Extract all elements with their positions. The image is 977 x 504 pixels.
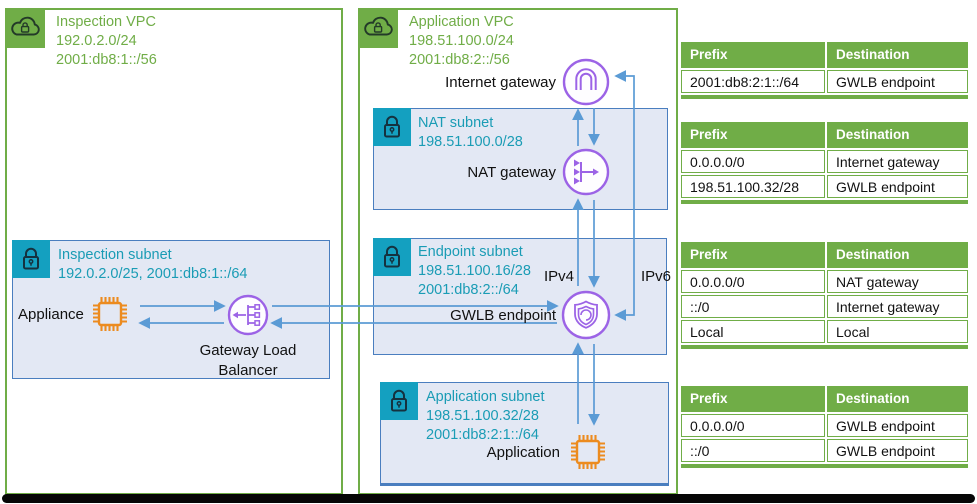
application-chip-icon [566,430,610,479]
destination-header: Destination [827,122,968,148]
destination-header: Destination [827,386,968,412]
endpoint-subnet-label: Endpoint subnet 198.51.100.16/28 2001:db… [418,243,531,300]
route-table-row: 0.0.0.0/0 GWLB endpoint [681,414,968,437]
application-subnet-label: Application subnet 198.51.100.32/28 2001… [426,388,545,445]
gwlb-endpoint-label: GWLB endpoint [450,307,556,324]
route-table-row: Local Local [681,320,968,343]
route-destination-cell: Local [827,320,968,343]
route-table-endpoint-subnet: Prefix Destination 2001:db8:2:1::/64 GWL… [681,42,968,99]
inspection-subnet-title: Inspection subnet [58,247,172,263]
inspection-subnet-label: Inspection subnet 192.0.2.0/25, 2001:db8… [58,246,247,284]
appliance-label: Appliance [18,306,84,323]
subnet-lock-icon [373,108,411,146]
nat-gateway-label: NAT gateway [467,164,556,181]
endpoint-subnet-cidr4: 198.51.100.16/28 [418,263,531,279]
internet-gateway-label: Internet gateway [445,74,556,91]
route-destination-cell: GWLB endpoint [827,414,968,437]
route-destination-cell: GWLB endpoint [827,439,968,462]
nat-gateway-icon [562,148,610,201]
vpc-cloud-lock-icon [5,8,45,48]
bottom-window-edge [2,494,975,503]
destination-header: Destination [827,242,968,268]
inspection-vpc-label: Inspection VPC 192.0.2.0/24 2001:db8:1::… [56,13,157,70]
route-table-header: Prefix Destination [681,122,968,148]
application-subnet-title: Application subnet [426,389,545,405]
gwlb-endpoint-icon [561,290,611,345]
inspection-vpc-title: Inspection VPC [56,14,156,30]
route-prefix-cell: 0.0.0.0/0 [681,150,825,173]
inspection-vpc-cidr6: 2001:db8:1::/56 [56,52,157,68]
route-prefix-cell: Local [681,320,825,343]
route-table-row: 0.0.0.0/0 Internet gateway [681,150,968,173]
route-prefix-cell: 198.51.100.32/28 [681,175,825,198]
route-prefix-cell: 2001:db8:2:1::/64 [681,70,825,93]
vpc-cloud-lock-icon [358,8,398,48]
route-prefix-cell: 0.0.0.0/0 [681,270,825,293]
route-table-row: 198.51.100.32/28 GWLB endpoint [681,175,968,198]
route-table-header: Prefix Destination [681,386,968,412]
application-label: Application [486,444,560,461]
route-table-header: Prefix Destination [681,42,968,68]
route-table-header: Prefix Destination [681,242,968,268]
internet-gateway-icon [562,58,610,111]
application-vpc-label: Application VPC 198.51.100.0/24 2001:db8… [409,13,514,70]
application-vpc-cidr6: 2001:db8:2::/56 [409,52,510,68]
destination-header: Destination [827,42,968,68]
application-subnet-cidr4: 198.51.100.32/28 [426,408,539,424]
route-prefix-cell: ::/0 [681,295,825,318]
inspection-subnet-cidrs: 192.0.2.0/25, 2001:db8:1::/64 [58,266,248,282]
gateway-load-balancer-label: Gateway Load Balancer [199,342,297,379]
ipv4-flow-label: IPv4 [543,268,574,285]
application-subnet-cidr6: 2001:db8:2:1::/64 [426,427,539,443]
application-subnet-box [380,382,669,486]
subnet-lock-icon [373,238,411,276]
route-table-inspection-subnet: Prefix Destination 0.0.0.0/0 GWLB endpoi… [681,386,968,468]
nat-subnet-cidr4: 198.51.100.0/28 [418,134,523,150]
nat-subnet-title: NAT subnet [418,115,494,131]
route-destination-cell: GWLB endpoint [827,175,968,198]
route-table-row: 0.0.0.0/0 NAT gateway [681,270,968,293]
route-destination-cell: GWLB endpoint [827,70,968,93]
prefix-header: Prefix [681,242,825,268]
inspection-subnet-box [12,240,330,379]
route-destination-cell: Internet gateway [827,150,968,173]
route-table-application-subnet: Prefix Destination 0.0.0.0/0 NAT gateway… [681,242,968,349]
endpoint-subnet-cidr6: 2001:db8:2::/64 [418,282,519,298]
route-destination-cell: NAT gateway [827,270,968,293]
inspection-vpc-cidr4: 192.0.2.0/24 [56,33,137,49]
appliance-chip-icon [88,292,132,341]
route-prefix-cell: ::/0 [681,439,825,462]
route-table-row: 2001:db8:2:1::/64 GWLB endpoint [681,70,968,93]
prefix-header: Prefix [681,122,825,148]
route-table-row: ::/0 Internet gateway [681,295,968,318]
application-vpc-cidr4: 198.51.100.0/24 [409,33,514,49]
nat-subnet-label: NAT subnet 198.51.100.0/28 [418,114,523,152]
route-table-nat-subnet: Prefix Destination 0.0.0.0/0 Internet ga… [681,122,968,204]
ipv6-flow-label: IPv6 [641,268,672,285]
endpoint-subnet-title: Endpoint subnet [418,244,523,260]
application-vpc-title: Application VPC [409,14,514,30]
route-prefix-cell: 0.0.0.0/0 [681,414,825,437]
gateway-load-balancer-icon [227,294,269,341]
route-table-row: ::/0 GWLB endpoint [681,439,968,462]
subnet-lock-icon [380,382,418,420]
subnet-lock-icon [12,240,50,278]
prefix-header: Prefix [681,386,825,412]
prefix-header: Prefix [681,42,825,68]
route-destination-cell: Internet gateway [827,295,968,318]
